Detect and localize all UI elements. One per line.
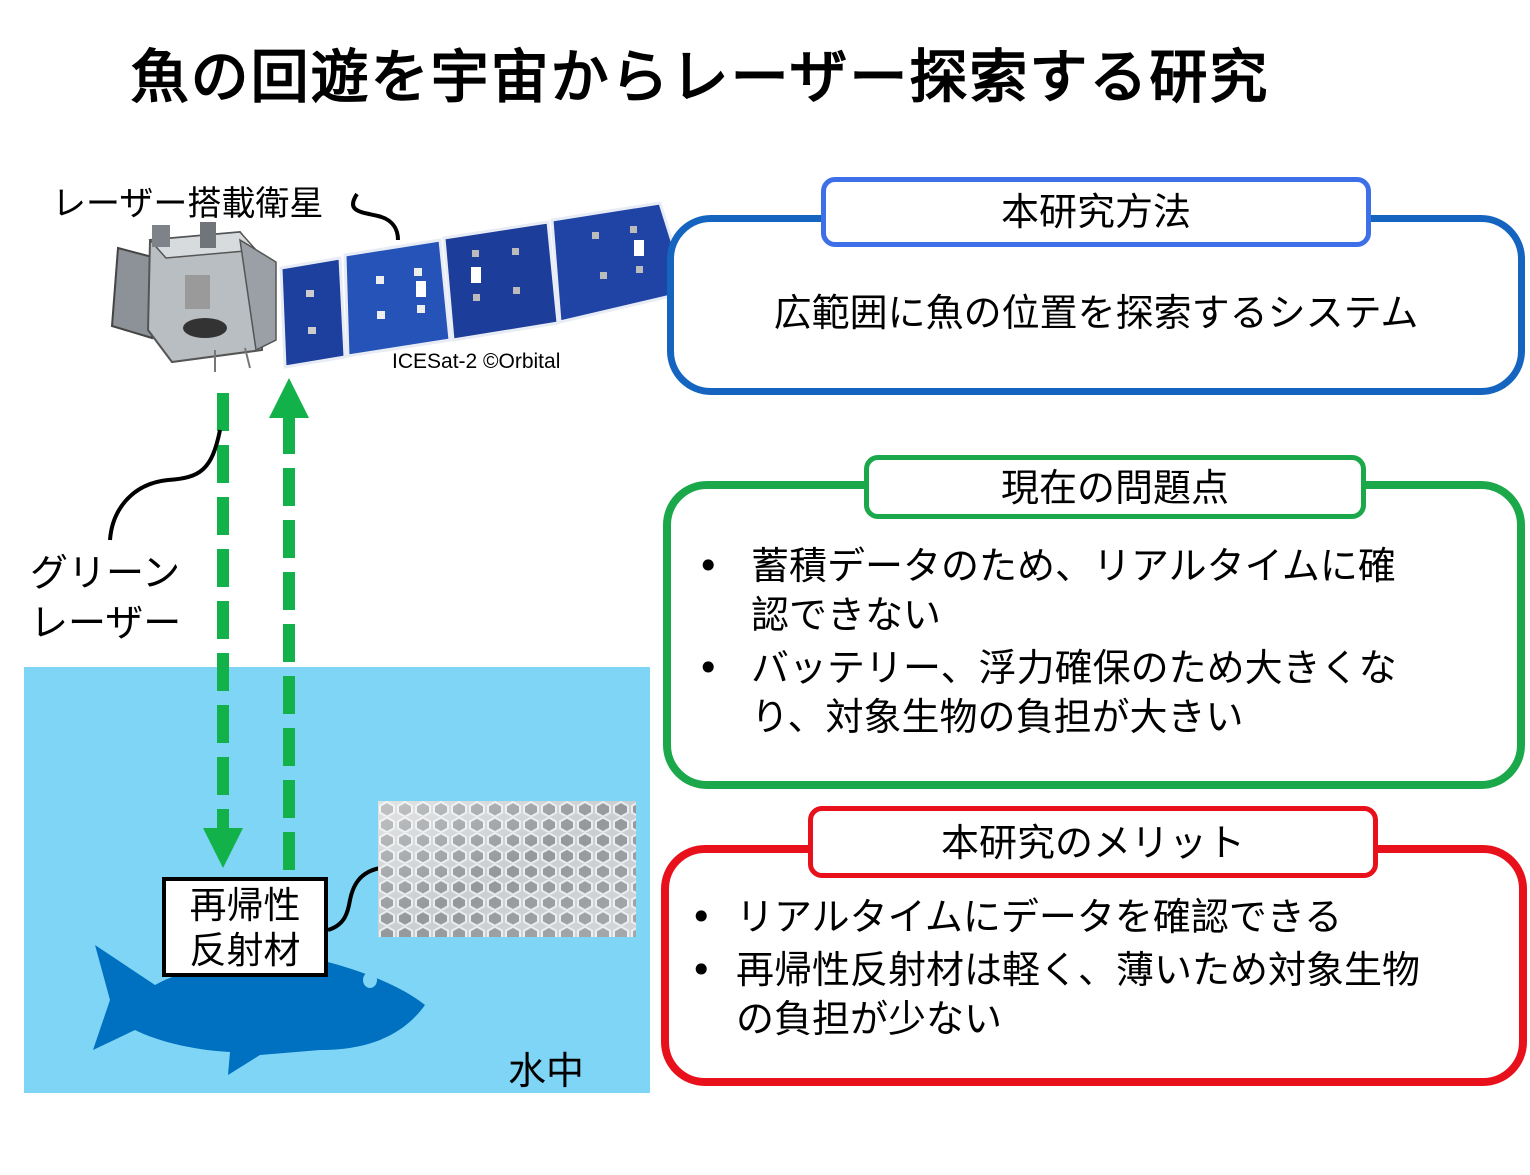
laser-callout-line (108, 429, 222, 541)
green-laser-label: グリーン レーザー (30, 548, 181, 648)
green-laser-label-line1: グリーン (30, 551, 181, 595)
problems-item-line2: 認できない (751, 593, 942, 637)
problems-item-line1: バッテリー、浮力確保のため大きくな (751, 646, 1397, 690)
problems-item-line1: 蓄積データのため、リアルタイムに確 (751, 544, 1396, 588)
bullet: • (690, 895, 713, 939)
problems-panel (663, 481, 1525, 789)
merits-list-item: • リアルタイムにデータを確認できる (690, 893, 1500, 942)
laser-down-arrow (203, 393, 243, 868)
merits-list-item: • 再帰性反射材は軽く、薄いため対象生物 の負担が少ない (690, 946, 1500, 1044)
bullet: • (690, 948, 713, 992)
satellite-callout-line (351, 192, 400, 241)
problems-list-item: • 蓄積データのため、リアルタイムに確 認できない (697, 542, 1487, 640)
slide-title: 魚の回遊を宇宙からレーザー探索する研究 (130, 43, 1270, 111)
merits-item-line2: の負担が少ない (736, 997, 1003, 1041)
bullet: • (697, 646, 720, 690)
retroreflector-label: 再帰性 反射材 (162, 877, 328, 977)
reflector-callout-line (327, 866, 381, 932)
laser-beams (108, 378, 309, 870)
satellite-icon (110, 201, 690, 372)
laser-up-arrow (269, 378, 309, 870)
method-heading: 本研究方法 (821, 177, 1371, 247)
underwater-label: 水中 (508, 1049, 585, 1093)
satellite-body (110, 222, 277, 372)
problems-list: • 蓄積データのため、リアルタイムに確 認できない • バッテリー、浮力確保のた… (697, 542, 1487, 742)
problems-list-item: • バッテリー、浮力確保のため大きくな り、対象生物の負担が大きい (697, 644, 1487, 742)
solar-panel-array (279, 201, 690, 369)
green-laser-label-line2: レーザー (30, 601, 182, 645)
problems-heading: 現在の問題点 (864, 455, 1366, 519)
merits-item-line1: 再帰性反射材は軽く、薄いため対象生物 (736, 948, 1421, 992)
retroreflector-label-line2: 反射材 (189, 929, 301, 972)
merits-heading: 本研究のメリット (808, 806, 1378, 878)
satellite-label: レーザー搭載衛星 (52, 184, 324, 224)
image-credit: ICESat-2 ©Orbital (392, 350, 561, 373)
retroreflector-label-line1: 再帰性 (189, 884, 301, 927)
method-text: 広範囲に魚の位置を探索するシステム (773, 291, 1419, 335)
problems-item-line2: り、対象生物の負担が大きい (751, 695, 1244, 739)
fish-icon (93, 945, 425, 1075)
merits-item-line1: リアルタイムにデータを確認できる (736, 895, 1343, 939)
merits-list: • リアルタイムにデータを確認できる • 再帰性反射材は軽く、薄いため対象生物 … (690, 893, 1500, 1044)
retroreflector-photo (378, 801, 636, 937)
bullet: • (697, 544, 720, 588)
